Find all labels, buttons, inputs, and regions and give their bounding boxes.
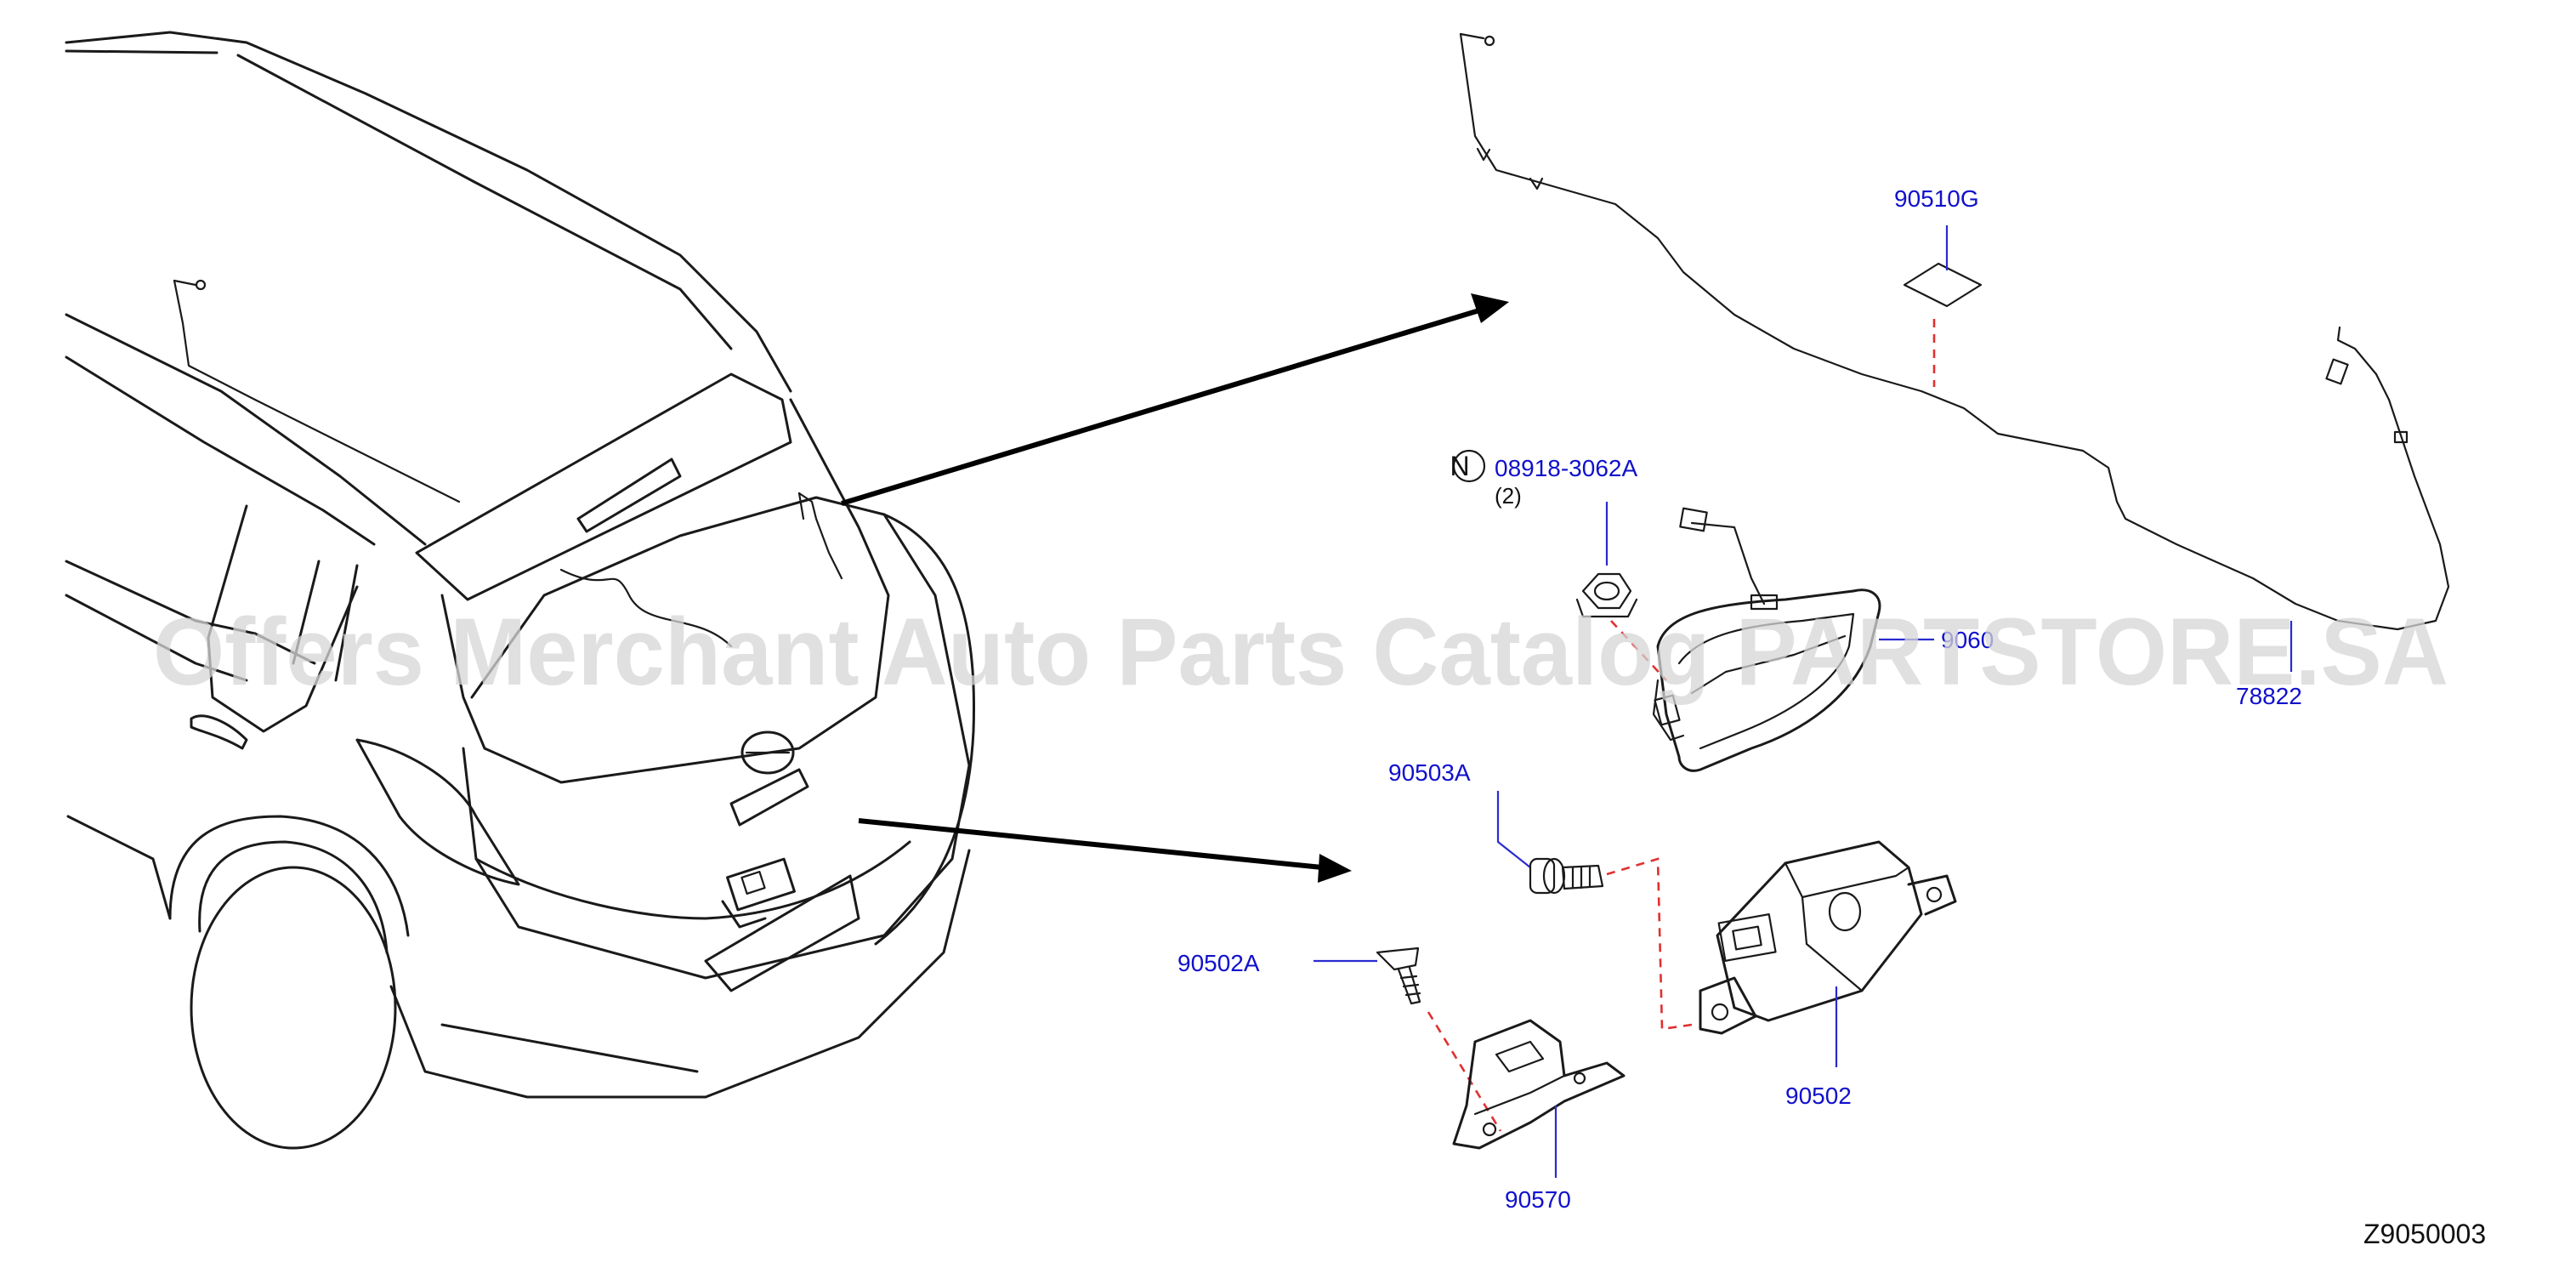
bracket-90570-drawing bbox=[1452, 1019, 1626, 1178]
label-90570: 90570 bbox=[1505, 1186, 1571, 1213]
label-9060x: 9060 bbox=[1941, 627, 1994, 653]
vehicle-rear-illustration bbox=[65, 31, 976, 1150]
diagram-reference-number: Z9050003 bbox=[2363, 1219, 2486, 1249]
label-90502A: 90502A bbox=[1177, 950, 1260, 976]
callout-arrows bbox=[841, 293, 1509, 883]
label-78822: 78822 bbox=[2236, 683, 2302, 709]
nut-08918-drawing bbox=[1452, 449, 1667, 681]
label-90510G: 90510G bbox=[1894, 185, 1979, 212]
screw-90502A-drawing bbox=[1314, 946, 1502, 1132]
harness-78822-drawing bbox=[1459, 32, 2450, 631]
switch-90502-drawing bbox=[1699, 840, 1957, 1067]
label-90502: 90502 bbox=[1785, 1083, 1852, 1109]
label-90503A: 90503A bbox=[1388, 759, 1471, 786]
label-08918-3062A: 08918-3062A bbox=[1495, 455, 1637, 481]
note-symbol-n: N bbox=[1450, 451, 1469, 481]
watermark-text: Offers Merchant Auto Parts Catalog PARTS… bbox=[153, 599, 2448, 705]
bolt-90503A-drawing bbox=[1496, 791, 1693, 1031]
seal-90510G-drawing bbox=[1903, 225, 1983, 387]
label-quantity-2: (2) bbox=[1495, 483, 1522, 509]
handle-lamp-9060-drawing bbox=[1652, 507, 1934, 772]
